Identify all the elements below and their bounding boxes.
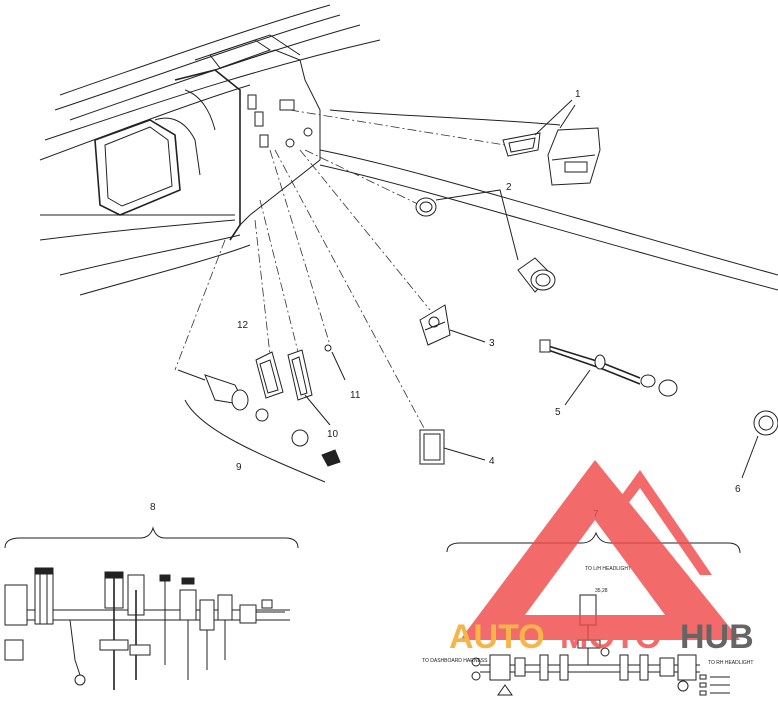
label-to-rh-headlight: TO RH HEADLIGHT xyxy=(708,660,753,666)
callout-8: 8 xyxy=(150,502,156,513)
callout-3: 3 xyxy=(489,338,495,349)
callout-9: 9 xyxy=(236,462,242,473)
callout-1: 1 xyxy=(575,89,581,100)
watermark-text-moto: MOTO xyxy=(560,618,661,656)
part-2-outlet xyxy=(415,189,556,293)
part-4-bezel xyxy=(419,429,486,465)
callout-12: 12 xyxy=(237,320,249,331)
dashboard-body xyxy=(39,4,778,296)
callout-2: 2 xyxy=(506,182,512,193)
watermark-inner-triangle-icon xyxy=(600,470,712,575)
part-5-rod xyxy=(539,339,678,406)
watermark-triangle-icon xyxy=(460,460,740,640)
part-10-11-12 xyxy=(255,344,346,426)
label-to-dashboard-harness: TO DASHBOARD HARNESS xyxy=(422,658,488,664)
harness-7-schematic: TO L/H HEADLIGHT 35,28 TO DASHBOARD HARN… xyxy=(422,566,753,696)
harness-8-schematic xyxy=(4,567,290,690)
watermark-text-hub: HUB xyxy=(680,618,754,656)
callout-labels: 1 2 3 4 5 6 7 8 9 10 11 12 xyxy=(150,89,741,520)
part-3-switch-module xyxy=(419,304,486,346)
watermark-logo: AUTO MOTO HUB xyxy=(449,460,754,656)
watermark-text-auto: AUTO xyxy=(449,618,545,656)
callout-11: 11 xyxy=(350,390,361,401)
callout-10: 10 xyxy=(327,429,339,440)
part-9-ignition xyxy=(177,369,341,483)
label-wire-35-28: 35,28 xyxy=(595,588,608,594)
label-to-lh-headlight: TO L/H HEADLIGHT xyxy=(585,566,631,572)
leader-lines xyxy=(174,109,506,431)
callout-5: 5 xyxy=(555,407,561,418)
part-1-switch xyxy=(502,99,601,186)
group-brackets xyxy=(4,526,741,554)
callout-4: 4 xyxy=(489,456,495,467)
callout-6: 6 xyxy=(735,484,741,495)
part-6-grommet xyxy=(741,410,778,479)
